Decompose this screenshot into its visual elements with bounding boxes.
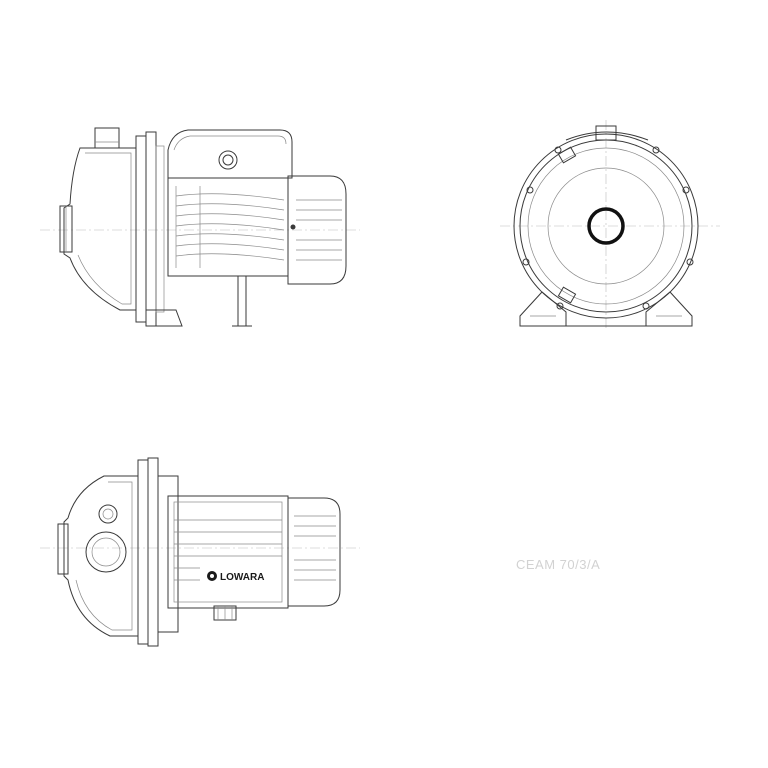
top-view: LOWARA — [40, 457, 360, 647]
lowara-logo: LOWARA — [207, 571, 264, 583]
flange-bolts — [522, 146, 694, 310]
front-view — [500, 120, 720, 330]
brand-text: LOWARA — [220, 572, 264, 583]
side-view — [40, 127, 360, 327]
model-label: CEAM 70/3/A — [516, 557, 601, 572]
